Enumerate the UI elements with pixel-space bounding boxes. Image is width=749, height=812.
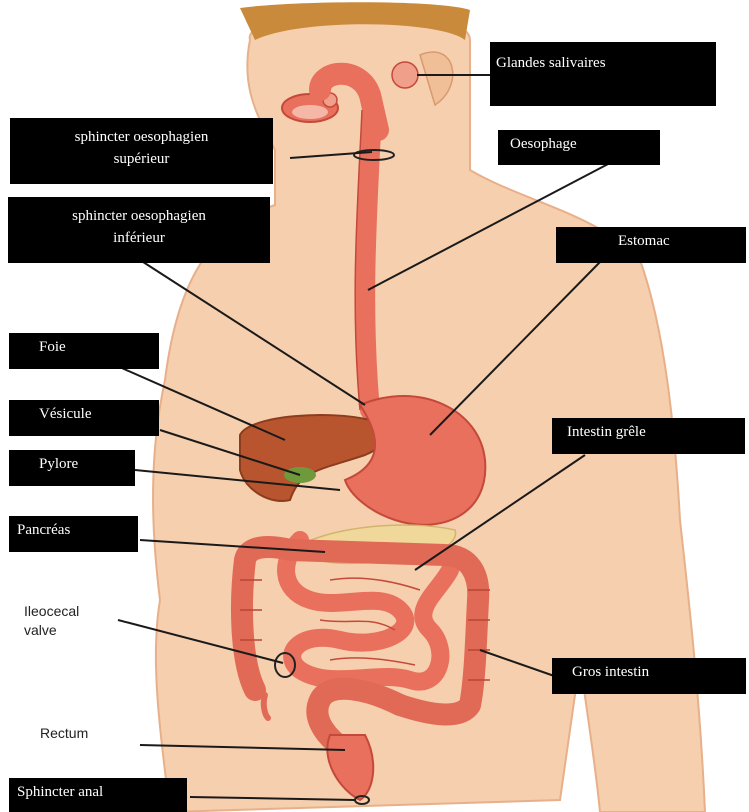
label-pancreas: Pancréas — [9, 516, 138, 552]
label-glandes-salivaires-text: Glandes salivaires — [496, 55, 606, 71]
label-vesicule-text: Vésicule — [39, 406, 91, 422]
label-glandes-salivaires: Glandes salivaires — [490, 42, 716, 106]
salivary-gland — [392, 62, 418, 88]
label-sphincter-superieur-line2: supérieur — [16, 148, 267, 170]
label-foie: Foie — [9, 333, 159, 369]
label-rectum: Rectum — [40, 724, 140, 743]
label-sphincter-inferieur-line2: inférieur — [14, 227, 264, 249]
label-intestin-grele: Intestin grêle — [552, 418, 745, 454]
label-estomac: Estomac — [556, 227, 746, 263]
label-sphincter-anal-text: Sphincter anal — [17, 784, 103, 800]
label-intestin-grele-text: Intestin grêle — [567, 424, 646, 440]
label-vesicule: Vésicule — [9, 400, 159, 436]
label-sphincter-inferieur-line1: sphincter oesophagien — [14, 205, 264, 227]
label-foie-text: Foie — [39, 339, 66, 355]
label-rectum-text: Rectum — [40, 725, 88, 741]
oesophagus — [365, 110, 372, 410]
label-gros-intestin-text: Gros intestin — [572, 664, 649, 680]
label-estomac-text: Estomac — [618, 233, 670, 249]
label-oesophage: Oesophage — [498, 130, 660, 165]
label-ileocecal-line1: Ileocecal — [24, 602, 124, 621]
label-sphincter-superieur-line1: sphincter oesophagien — [16, 126, 267, 148]
label-ileocecal: Ileocecal valve — [24, 602, 124, 640]
label-sphincter-superieur: sphincter oesophagien supérieur — [10, 118, 273, 184]
label-pylore-text: Pylore — [39, 456, 78, 472]
label-sphincter-inferieur: sphincter oesophagien inférieur — [8, 197, 270, 263]
label-pylore: Pylore — [9, 450, 135, 486]
label-gros-intestin: Gros intestin — [552, 658, 746, 694]
label-ileocecal-line2: valve — [24, 621, 124, 640]
label-sphincter-anal: Sphincter anal — [9, 778, 187, 812]
label-pancreas-text: Pancréas — [17, 522, 70, 538]
label-oesophage-text: Oesophage — [510, 136, 577, 152]
tongue — [292, 105, 328, 119]
